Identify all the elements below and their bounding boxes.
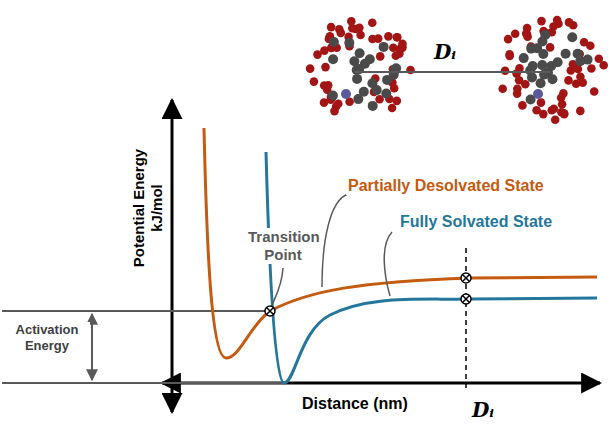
atom-dot bbox=[576, 107, 585, 116]
atom-dot bbox=[337, 29, 346, 38]
atom-dot bbox=[527, 72, 537, 82]
atom-dot bbox=[564, 76, 573, 85]
atom-dot bbox=[368, 19, 377, 28]
leader-line bbox=[384, 232, 392, 296]
atom-dot bbox=[567, 32, 577, 42]
atom-dot bbox=[327, 23, 336, 32]
atom-dot bbox=[521, 80, 530, 89]
energy-arrow bbox=[91, 314, 93, 380]
atom-dot bbox=[501, 66, 510, 75]
distance-line bbox=[355, 71, 550, 73]
atom-dot bbox=[504, 35, 513, 44]
atom-dot bbox=[511, 29, 520, 38]
atom-dot bbox=[306, 64, 315, 73]
molecule-clusters bbox=[306, 16, 608, 124]
atom-dot bbox=[372, 85, 382, 95]
guide-line bbox=[2, 382, 284, 384]
point-markers bbox=[265, 273, 471, 316]
atom-dot bbox=[347, 17, 356, 26]
atom-dot bbox=[573, 49, 583, 59]
atom-dot bbox=[548, 106, 557, 115]
atom-dot bbox=[537, 60, 547, 70]
atom-dot bbox=[578, 78, 587, 87]
curve-label: Fully Solvated State bbox=[398, 212, 554, 231]
atom-dot bbox=[559, 89, 568, 98]
distance-label: Dᵢ bbox=[470, 398, 496, 422]
atom-dot bbox=[522, 29, 531, 38]
atom-dot bbox=[406, 66, 415, 75]
atom-dot bbox=[393, 33, 402, 42]
atom-dot bbox=[526, 44, 536, 54]
leader-line bbox=[322, 194, 348, 287]
atom-dot bbox=[590, 87, 599, 96]
atom-dot bbox=[392, 51, 401, 60]
atom-dot bbox=[561, 49, 571, 59]
atom-dot bbox=[374, 34, 383, 43]
atom-dot bbox=[546, 43, 555, 52]
desolvated-curve bbox=[204, 128, 597, 358]
atom-dot bbox=[310, 77, 319, 86]
atom-dot bbox=[519, 53, 529, 63]
atom-dot bbox=[393, 97, 402, 106]
axis-title: Distance (nm) bbox=[300, 394, 410, 413]
atom-dot bbox=[551, 115, 560, 124]
atom-dot bbox=[328, 54, 338, 64]
atom-dot bbox=[321, 63, 330, 72]
atom-dot bbox=[595, 55, 604, 64]
atom-dot bbox=[328, 91, 338, 101]
atom-dot bbox=[567, 66, 576, 75]
atom-dot bbox=[586, 41, 595, 50]
atom-dot bbox=[537, 98, 546, 107]
atom-dot bbox=[379, 42, 389, 52]
atom-dot bbox=[393, 33, 402, 42]
atom-dot bbox=[389, 43, 398, 52]
atom-dot bbox=[355, 48, 365, 58]
atom-dot bbox=[384, 32, 393, 41]
axis-title: Potential Energy kJ/mol bbox=[130, 136, 166, 280]
solvated-curve bbox=[266, 152, 597, 383]
atom-dot bbox=[505, 52, 514, 61]
atom-dot bbox=[390, 84, 399, 93]
atom-dot bbox=[553, 57, 563, 67]
atom-dot bbox=[382, 75, 392, 85]
atom-dot bbox=[537, 37, 547, 47]
atom-dot bbox=[329, 37, 339, 47]
atom-dot bbox=[376, 52, 385, 61]
callout-label: Transition Point bbox=[246, 228, 320, 264]
leader-line bbox=[272, 268, 283, 305]
atom-dot bbox=[528, 61, 538, 71]
atom-dot bbox=[565, 18, 574, 27]
atom-dot bbox=[538, 49, 548, 59]
atom-dot bbox=[539, 110, 548, 119]
atom-dot bbox=[557, 108, 566, 117]
atom-dot bbox=[536, 78, 546, 88]
energy-label: Activation Energy bbox=[4, 322, 90, 353]
atom-dot bbox=[352, 74, 362, 84]
atom-dot bbox=[554, 19, 563, 28]
atom-dot bbox=[381, 89, 391, 99]
atom-dot bbox=[320, 46, 329, 55]
atom-dot bbox=[388, 104, 397, 113]
atom-dot bbox=[513, 85, 522, 94]
y-axis bbox=[171, 100, 174, 412]
atom-dot bbox=[537, 17, 546, 26]
atom-dot bbox=[344, 38, 354, 48]
atom-dot bbox=[334, 99, 343, 108]
guide-line bbox=[2, 310, 270, 312]
atom-dot bbox=[533, 89, 543, 99]
atom-dot bbox=[351, 25, 360, 34]
atom-dot bbox=[518, 101, 527, 110]
atom-dot bbox=[365, 54, 375, 64]
atom-dot bbox=[353, 94, 363, 104]
curve-label: Partially Desolvated State bbox=[346, 176, 546, 195]
distance-label: Dᵢ bbox=[432, 40, 458, 64]
atom-dot bbox=[548, 74, 558, 84]
atom-dot bbox=[341, 89, 351, 99]
atom-dot bbox=[587, 64, 596, 73]
atom-dot bbox=[498, 85, 507, 94]
atom-dot bbox=[368, 101, 378, 111]
di-marker-line bbox=[465, 248, 467, 392]
